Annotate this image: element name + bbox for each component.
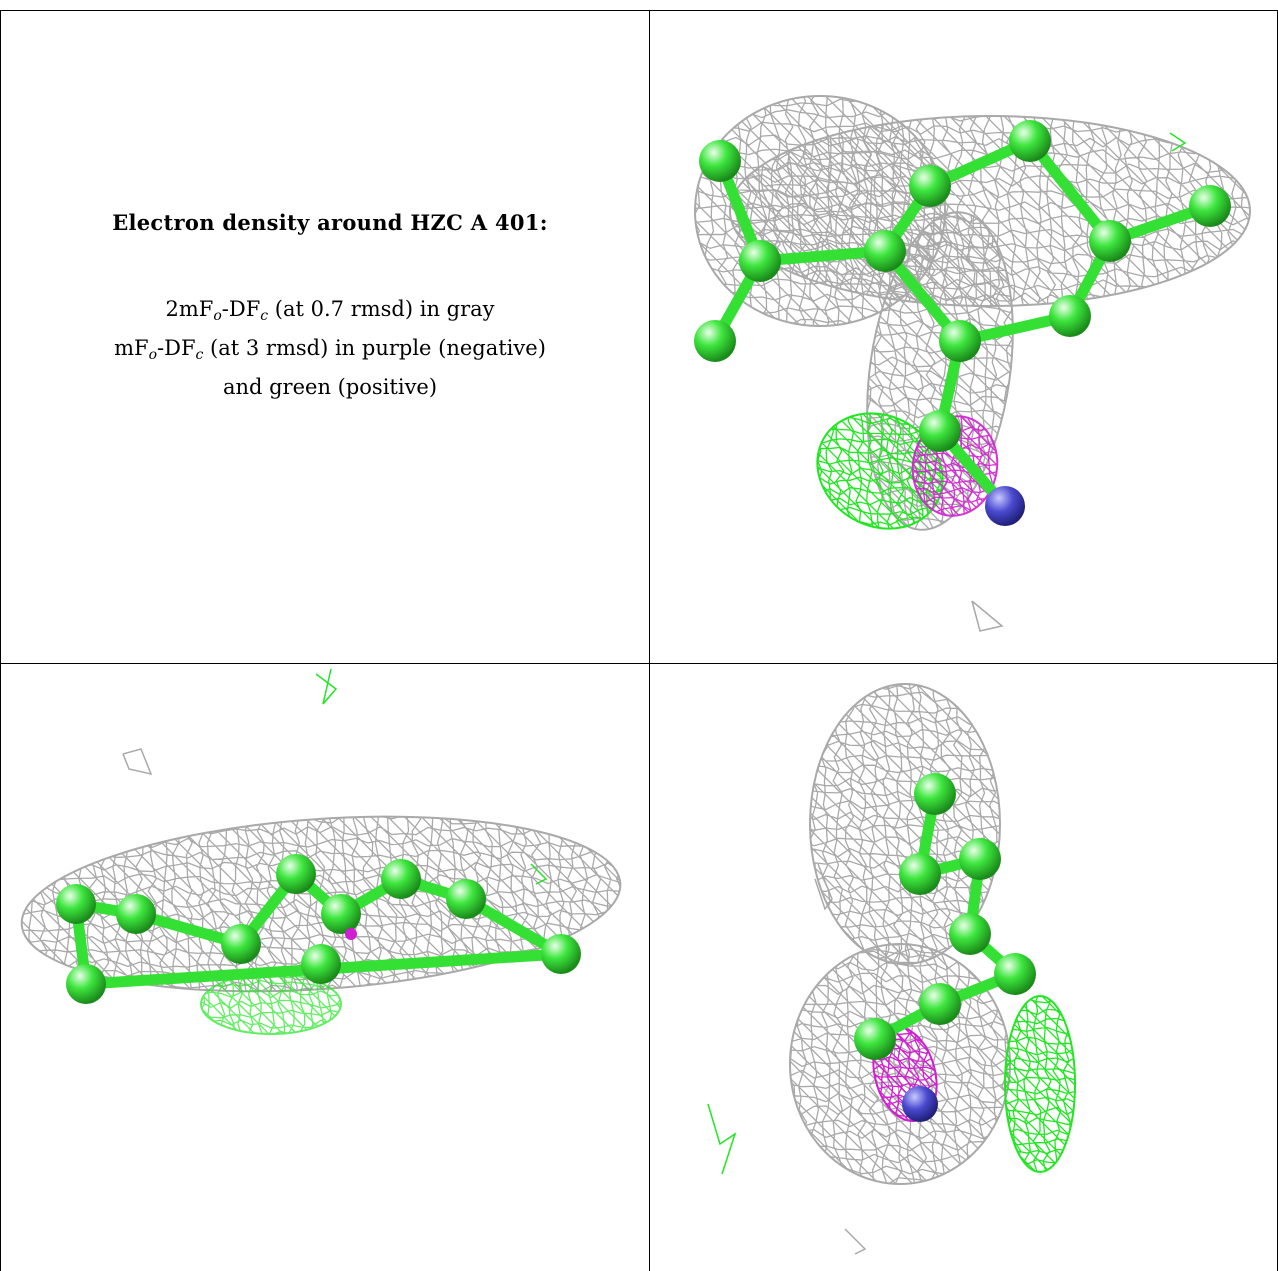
purple-mesh-negative xyxy=(863,1019,947,1129)
carbon-atom xyxy=(301,944,341,984)
carbon-atom xyxy=(699,140,741,182)
carbon-atom xyxy=(221,924,261,964)
carbon-atom xyxy=(1189,185,1231,227)
frame-top-border xyxy=(0,10,1278,11)
caption-title: Electron density around HZC A 401: xyxy=(112,210,548,235)
carbon-atom xyxy=(939,320,981,362)
carbon-atom xyxy=(446,879,486,919)
carbon-atom xyxy=(276,854,316,894)
caption-line-2: mFo-DFc (at 3 rmsd) in purple (negative) xyxy=(114,336,546,363)
gray-mesh-lower xyxy=(789,943,1011,1185)
carbon-atom xyxy=(994,953,1036,995)
gray-mesh-fragment xyxy=(844,1228,867,1255)
density-view-top-right xyxy=(650,11,1277,663)
gray-mesh-fragment xyxy=(122,748,153,776)
nitrogen-atom xyxy=(902,1086,938,1122)
frame-middle-divider xyxy=(649,10,650,1271)
gray-mesh-left xyxy=(694,95,946,327)
carbon-atom xyxy=(919,983,961,1025)
density-render-bottom-right xyxy=(707,683,1076,1255)
density-view-bottom-left xyxy=(1,664,649,1271)
green-mesh-fragment xyxy=(315,668,338,705)
gray-mesh-fragment xyxy=(971,600,1004,632)
caption-line-1: 2mFo-DFc (at 0.7 rmsd) in gray xyxy=(165,297,495,324)
carbon-atom xyxy=(321,894,361,934)
carbon-atom xyxy=(909,165,951,207)
carbon-atom xyxy=(694,320,736,362)
green-mesh-fragment xyxy=(707,1103,737,1175)
carbon-atom xyxy=(1049,295,1091,337)
carbon-atom xyxy=(899,853,941,895)
density-render-top-right xyxy=(694,95,1251,632)
nitrogen-atom xyxy=(985,486,1025,526)
carbon-atom xyxy=(864,230,906,272)
carbon-atom xyxy=(854,1018,896,1060)
density-render-bottom-left xyxy=(15,668,627,1035)
green-mesh-fragment xyxy=(1169,132,1187,152)
carbon-atom xyxy=(949,913,991,955)
caption-panel: Electron density around HZC A 401: 2mFo-… xyxy=(40,210,620,403)
green-mesh-positive xyxy=(796,390,964,552)
carbon-atom xyxy=(1089,220,1131,262)
carbon-atom xyxy=(914,773,956,815)
gray-mesh-upper xyxy=(809,683,1001,965)
green-mesh-fragment xyxy=(530,863,548,885)
carbon-atom xyxy=(739,240,781,282)
carbon-atom xyxy=(1009,120,1051,162)
frame-row-divider xyxy=(0,663,1278,664)
carbon-atom xyxy=(56,884,96,924)
bond xyxy=(1024,135,1116,247)
frame-left-border xyxy=(0,10,1,1271)
carbon-atom xyxy=(66,964,106,1004)
carbon-atom xyxy=(116,894,156,934)
gray-mesh-fragment xyxy=(814,863,833,911)
carbon-atom xyxy=(959,838,1001,880)
purple-mesh-fragment xyxy=(345,928,357,940)
carbon-atom xyxy=(919,410,961,452)
green-mesh-positive xyxy=(1004,995,1076,1173)
carbon-atom xyxy=(381,859,421,899)
carbon-atom xyxy=(541,934,581,974)
caption-line-3: and green (positive) xyxy=(222,375,438,399)
density-view-bottom-right xyxy=(650,664,1277,1271)
